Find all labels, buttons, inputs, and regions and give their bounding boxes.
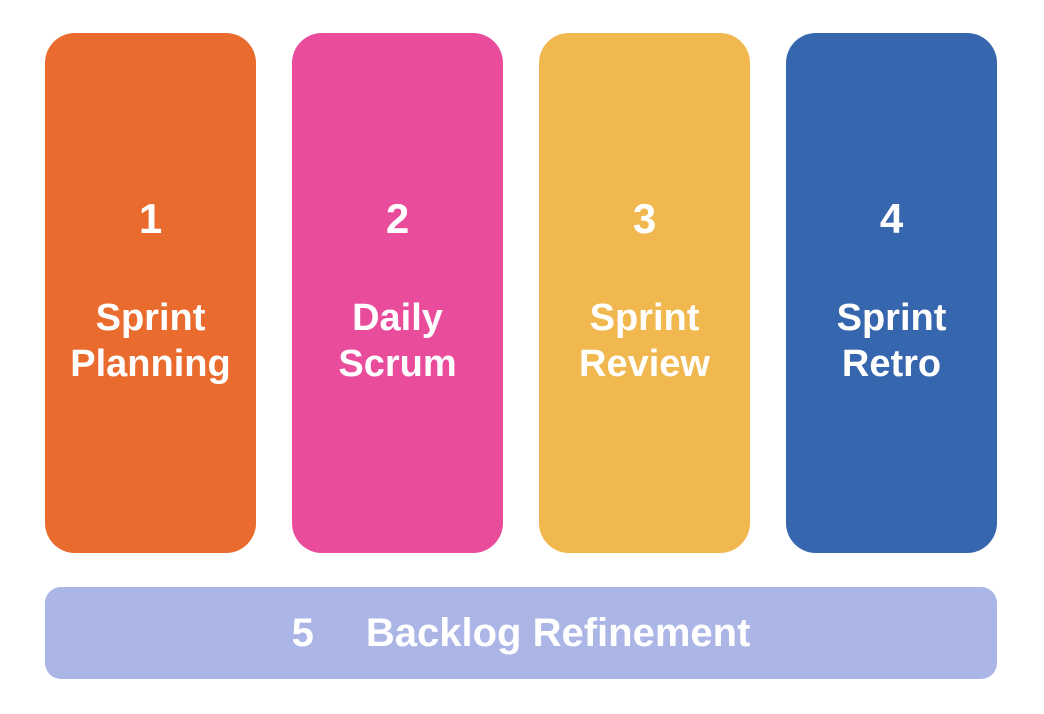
card-number: 1 <box>138 195 163 242</box>
backlog-refinement-bar: 5 Backlog Refinement <box>45 587 997 679</box>
card-number: 2 <box>385 195 410 242</box>
card-label-line: Daily <box>352 297 443 339</box>
bar-number: 5 <box>291 610 314 655</box>
card-label-line: Retro <box>841 343 942 385</box>
card-label: Daily Scrum <box>292 295 503 387</box>
card-label-line: Sprint <box>95 297 206 339</box>
card-sprint-retro: 4 Sprint Retro <box>786 33 997 553</box>
card-sprint-planning: 1 Sprint Planning <box>45 33 256 553</box>
card-number: 3 <box>632 195 657 242</box>
card-label: Sprint Retro <box>786 295 997 387</box>
card-daily-scrum: 2 Daily Scrum <box>292 33 503 553</box>
card-label-line: Sprint <box>836 297 947 339</box>
card-label-line: Planning <box>70 343 231 385</box>
card-label: Sprint Review <box>539 295 750 387</box>
card-sprint-review: 3 Sprint Review <box>539 33 750 553</box>
card-label: Sprint Planning <box>45 295 256 387</box>
card-label-line: Sprint <box>589 297 700 339</box>
event-cards-row: 1 Sprint Planning 2 Daily Scrum 3 Sprint… <box>45 33 997 553</box>
card-number: 4 <box>879 195 904 242</box>
bar-label: Backlog Refinement <box>365 610 751 655</box>
card-label-line: Scrum <box>338 343 457 385</box>
card-label-line: Review <box>579 343 710 385</box>
